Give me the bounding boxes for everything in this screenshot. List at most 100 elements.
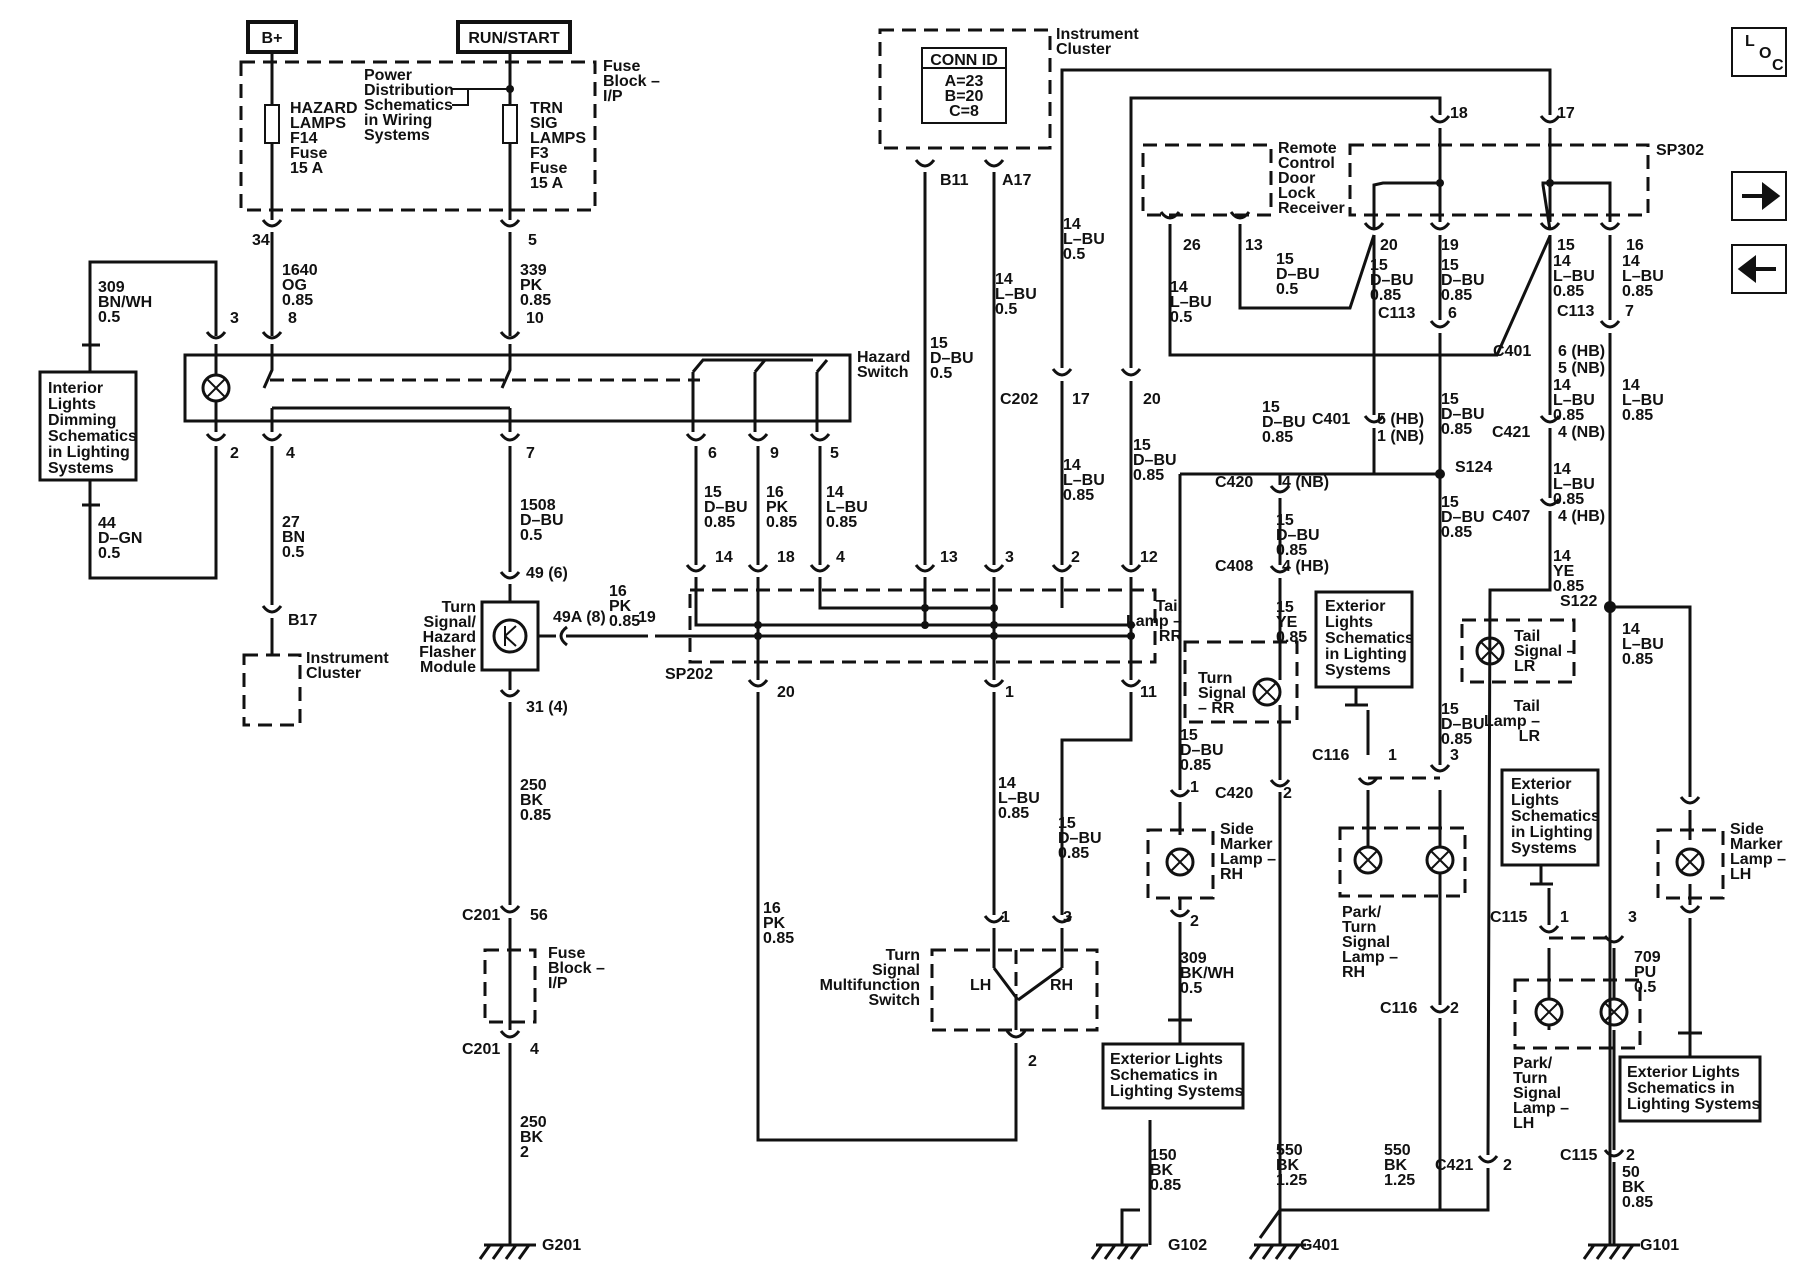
conn-id-title: CONN ID	[930, 52, 998, 69]
pin-label: A17	[1002, 172, 1031, 189]
pin-label: 2	[1283, 785, 1292, 802]
pin-label: 0.85	[1553, 407, 1584, 424]
pin-label: 2	[520, 1144, 529, 1161]
run-start-label: RUN/START	[468, 30, 559, 47]
ground-g401-label: G401	[1300, 1237, 1339, 1254]
pin-label: C201	[462, 907, 500, 924]
pin-label: L–BU	[1622, 268, 1664, 285]
pin-label: 34	[252, 232, 270, 249]
svg-text:in Lighting: in Lighting	[1511, 824, 1593, 841]
svg-text:Fuse: Fuse	[603, 58, 640, 75]
pin-label: D–BU	[520, 512, 564, 529]
connector-pin-icon	[261, 331, 283, 340]
pin-label: 2	[1450, 1000, 1459, 1017]
flasher-module	[480, 600, 540, 672]
pin-label: 5 (NB)	[1558, 360, 1605, 377]
pin-label: 14	[1622, 377, 1640, 394]
tail-lamp-rr-label: Tail Lamp – RR	[1126, 598, 1182, 645]
connector-pin-icon	[261, 605, 283, 614]
svg-text:Turn: Turn	[442, 599, 476, 616]
pin-label: BK	[1622, 1179, 1646, 1196]
pin-label: 12	[1140, 549, 1158, 566]
svg-text:Multifunction: Multifunction	[820, 977, 920, 994]
pin-label: 16	[763, 900, 781, 917]
svg-text:F14: F14	[290, 130, 318, 147]
sp202-dot-f	[990, 604, 998, 612]
pin-label: 0.85	[1441, 421, 1472, 438]
sp302-dot-a	[1436, 179, 1444, 187]
pin-label: D–BU	[1262, 414, 1306, 431]
svg-text:Lights: Lights	[48, 396, 96, 413]
pin-label: C421	[1492, 424, 1530, 441]
pin-label: 14	[1553, 461, 1571, 478]
side-marker-lh-label: Side Marker Lamp – LH	[1730, 821, 1786, 883]
connector-pin-icon	[747, 433, 769, 442]
pin-label: 0.5	[1180, 980, 1202, 997]
sp202-dot-h	[1127, 632, 1135, 640]
svg-text:in Lighting: in Lighting	[48, 444, 130, 461]
exterior-lights-box-rh	[1101, 1042, 1245, 1110]
pin-label: 0.85	[1262, 429, 1293, 446]
svg-text:Lights: Lights	[1325, 614, 1373, 631]
svg-text:Lights: Lights	[1511, 792, 1559, 809]
connector-pin-icon	[983, 679, 1005, 688]
tail-signal-lr-cross	[1480, 641, 1500, 661]
wire-sp302-down	[1372, 235, 1612, 1245]
arrow-left-icon	[1737, 254, 1776, 284]
pin-label: 14	[998, 775, 1016, 792]
side-marker-rh-cross	[1170, 852, 1190, 872]
pin-label: L–BU	[1063, 472, 1105, 489]
exterior-lights-ref-lh	[1500, 768, 1600, 867]
pin-label: 0.85	[763, 930, 794, 947]
svg-text:Instrument: Instrument	[306, 650, 389, 667]
pin-label: 0.5	[995, 301, 1017, 318]
pin-label: 6	[708, 445, 717, 462]
park-turn-rh-cross-b	[1430, 850, 1450, 870]
tail-lamp-lr-label: Tail Lamp – LR	[1484, 698, 1540, 745]
pin-label: 0.85	[1441, 731, 1472, 748]
connector-pin-icon	[685, 564, 707, 573]
svg-text:Signal/: Signal/	[424, 614, 477, 631]
pin-label: 16	[1626, 237, 1644, 254]
pin-label: 4	[836, 549, 845, 566]
pin-label: 2	[1626, 1147, 1635, 1164]
pin-label: 50	[1622, 1164, 1640, 1181]
tail-signal-lr	[1460, 618, 1576, 684]
connector-pin-icon	[1120, 679, 1142, 688]
pin-label: 2	[230, 445, 239, 462]
pin-label: C420	[1215, 474, 1253, 491]
pin-label: 14	[1622, 253, 1640, 270]
pin-label: 0.5	[930, 365, 952, 382]
sp302-label: SP302	[1656, 142, 1704, 159]
park-turn-lh-label: Park/ Turn Signal Lamp – LH	[1513, 1055, 1569, 1132]
svg-text:Power: Power	[364, 67, 412, 84]
pin-label: 250	[520, 1114, 547, 1131]
pin-label: L–BU	[1170, 294, 1212, 311]
svg-text:Park/: Park/	[1513, 1055, 1553, 1072]
pin-label: 14	[1063, 216, 1081, 233]
pin-label: 0.85	[609, 613, 640, 630]
multifunction-contact	[992, 966, 1063, 1030]
exterior-lights-ref-center-text: Exterior Lights Schematics in Lighting S…	[1325, 598, 1414, 679]
remote-receiver-label: Remote Control Door Lock Receiver	[1278, 140, 1345, 217]
connector-pin-icon	[1429, 764, 1451, 773]
pin-label: 250	[520, 777, 547, 794]
connector-pin-icon	[1429, 320, 1451, 329]
hazard-fuse-icon	[264, 104, 280, 144]
svg-text:Turn: Turn	[1513, 1070, 1547, 1087]
hazard-switch-box	[183, 353, 852, 423]
pin-label: 4 (NB)	[1282, 474, 1329, 491]
loc-icon-c: C	[1772, 57, 1784, 74]
pin-label: 15	[1370, 257, 1388, 274]
svg-text:Cluster: Cluster	[306, 665, 361, 682]
pin-label: 14	[995, 271, 1013, 288]
svg-text:Marker: Marker	[1220, 836, 1272, 853]
conn-id-box	[921, 47, 1007, 124]
pin-label: D–BU	[1441, 272, 1485, 289]
pin-label: 0.5	[1170, 309, 1192, 326]
pin-label: 309	[98, 279, 125, 296]
svg-text:Distribution: Distribution	[364, 82, 454, 99]
svg-text:B=20: B=20	[945, 88, 984, 105]
wire-cluster-outputs	[923, 172, 996, 565]
svg-text:Systems: Systems	[1511, 840, 1577, 857]
